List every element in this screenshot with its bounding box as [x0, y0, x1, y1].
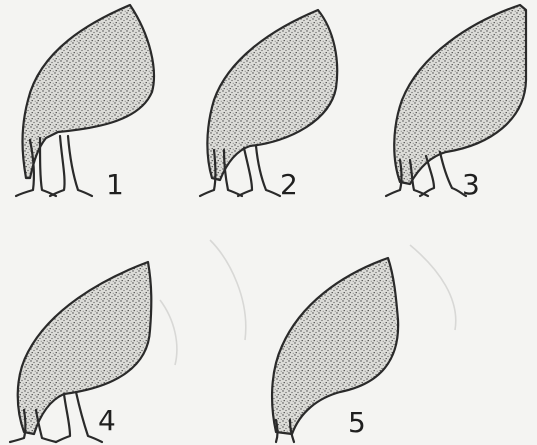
panel-label-1: 1 — [106, 168, 124, 201]
udder-shape-3 — [394, 5, 526, 184]
udder-shape-2 — [207, 10, 337, 180]
panel-5: 5 — [272, 258, 398, 442]
panel-label-4: 4 — [98, 404, 116, 437]
panel-label-5: 5 — [348, 406, 366, 439]
panel-2: 2 — [200, 10, 337, 201]
panel-label-2: 2 — [280, 168, 298, 201]
panel-label-3: 3 — [462, 168, 480, 201]
panel-1: 1 — [16, 5, 154, 201]
udder-shape-4 — [18, 262, 152, 434]
panel-3: 3 — [386, 5, 526, 201]
udder-shape-1 — [23, 5, 154, 178]
panel-4: 4 — [10, 262, 151, 442]
udder-shape-5 — [272, 258, 398, 434]
